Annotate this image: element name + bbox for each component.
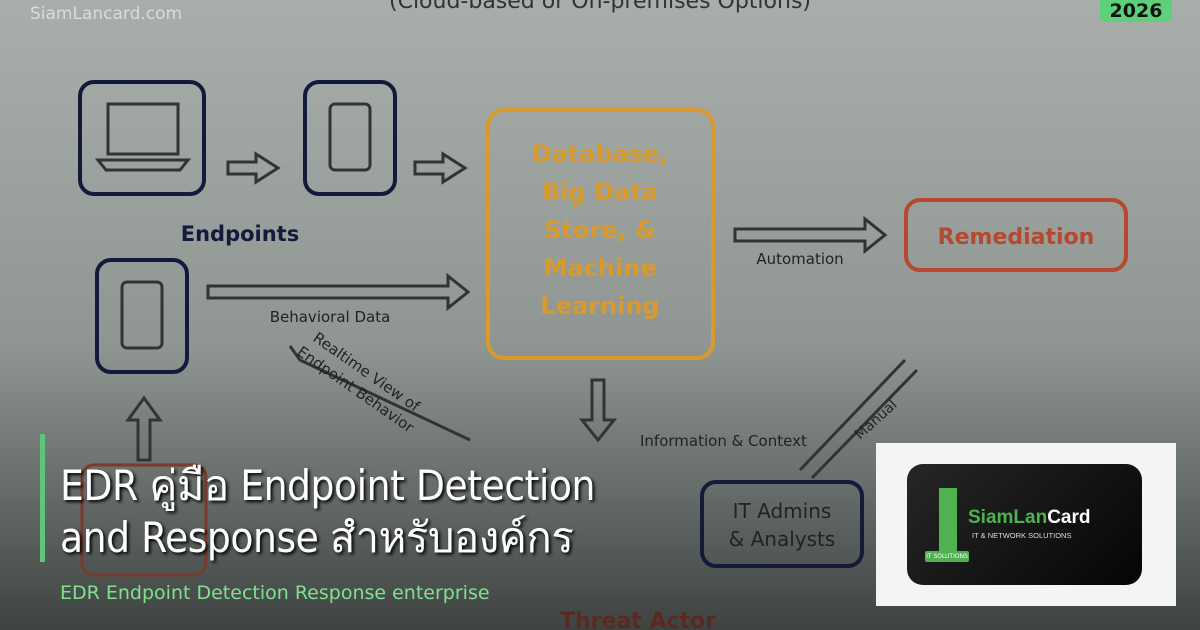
database-line: Big Data: [542, 178, 658, 206]
subtitle: EDR Endpoint Detection Response enterpri…: [60, 582, 490, 604]
database-line: Store, &: [544, 216, 656, 244]
database-line: Learning: [540, 292, 659, 320]
site-name: SiamLancard.com: [30, 4, 183, 24]
phone-box: [303, 80, 397, 196]
database-line: Database,: [532, 140, 669, 168]
laptop-box: [78, 80, 206, 196]
remediation-label: Remediation: [938, 225, 1095, 250]
info-label: Information & Context: [640, 432, 807, 450]
title-line-1: EDR คู่มือ Endpoint Detection: [60, 461, 595, 510]
behavioral-label: Behavioral Data: [270, 308, 391, 326]
threat-label: Threat Actor: [560, 609, 716, 630]
title-accent-bar: [40, 434, 45, 562]
title-line-2: and Response สำหรับองค์กร: [60, 513, 574, 562]
logo-tag: IT SOLUTIONS: [925, 551, 969, 562]
database-box: [486, 108, 715, 360]
admins-label: & Analysts: [729, 527, 836, 551]
logo-card: IT SOLUTIONS SiamLanCard IT & NETWORK SO…: [907, 464, 1142, 585]
threat-box: [80, 463, 208, 577]
phone-box-2: [95, 258, 189, 374]
siamlancard-logo: IT SOLUTIONS SiamLanCard IT & NETWORK SO…: [876, 443, 1176, 606]
admins-box: [700, 480, 864, 568]
automation-label: Automation: [756, 250, 843, 268]
database-line: Machine: [544, 254, 657, 282]
logo-tagline: IT & NETWORK SOLUTIONS: [972, 531, 1072, 540]
brand-white: Card: [1047, 507, 1091, 528]
diagram-header: (Cloud-based or On-premises Options): [389, 0, 811, 14]
logo-brand: SiamLanCard: [968, 507, 1091, 529]
page-title: EDR คู่มือ Endpoint Detection and Respon…: [60, 460, 595, 564]
year-badge: 2026: [1100, 0, 1172, 22]
remediation-box: [904, 198, 1128, 272]
brand-green: SiamLan: [968, 507, 1048, 528]
admins-label: IT Admins: [733, 499, 832, 523]
endpoints-label: Endpoints: [181, 222, 299, 246]
logo-bar: [939, 488, 957, 556]
